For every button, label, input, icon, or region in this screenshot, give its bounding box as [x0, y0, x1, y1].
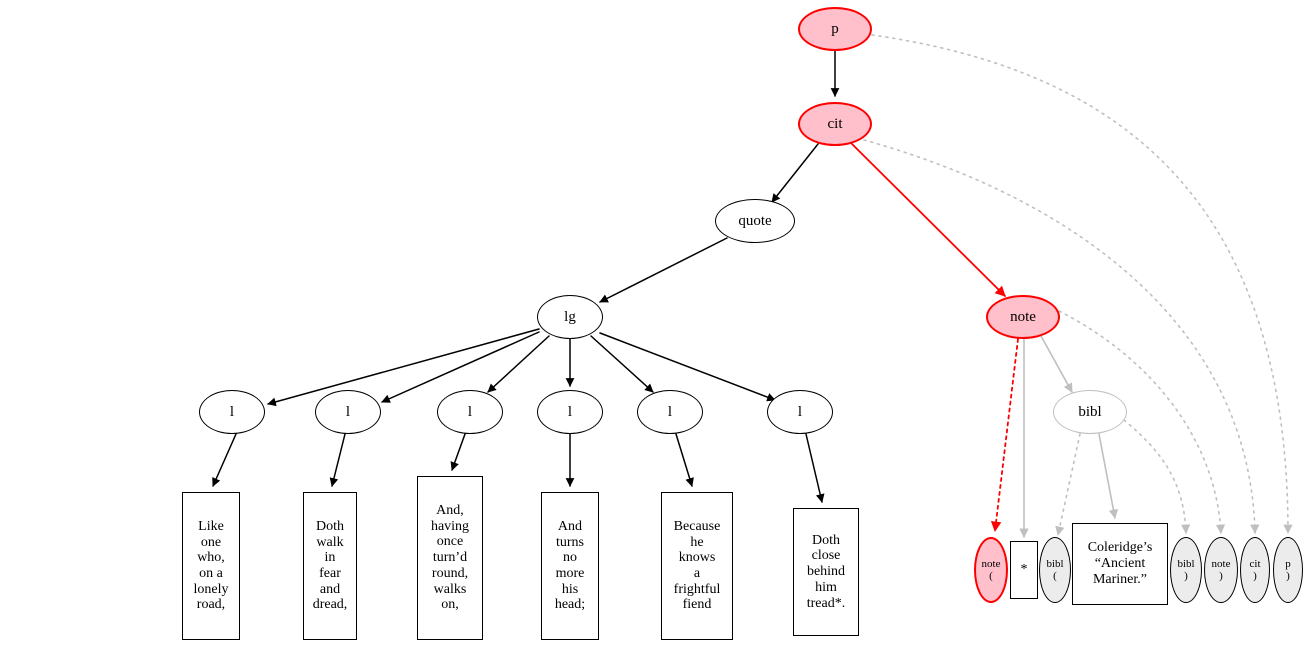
- graph-edge-l5-to-t5: [675, 433, 694, 487]
- graph-node-label: And, having once turn’d round, walks on,: [430, 503, 470, 613]
- graph-node-l1[interactable]: l: [199, 390, 265, 434]
- graph-node-label: Doth walk in fear and dread,: [312, 518, 348, 613]
- graph-edge-l2-to-t2: [329, 433, 346, 487]
- graph-edge-bibl-to-bibl_close: [1123, 419, 1191, 534]
- graph-node-label: l: [797, 403, 803, 420]
- graph-node-t3[interactable]: And, having once turn’d round, walks on,: [417, 476, 483, 640]
- graph-node-l6[interactable]: l: [767, 390, 833, 434]
- graph-node-label: Coleridge’s “Ancient Mariner.”: [1087, 540, 1153, 587]
- graph-node-l4[interactable]: l: [537, 390, 603, 434]
- graph-node-label: bibl ): [1177, 557, 1195, 582]
- graph-node-label: l: [467, 403, 473, 420]
- graph-node-label: l: [567, 403, 573, 420]
- graph-node-label: note ): [1211, 557, 1231, 582]
- graph-node-label: bibl (: [1046, 557, 1064, 582]
- graph-node-t1[interactable]: Like one who, on a lonely road,: [182, 492, 240, 640]
- graph-edge-lg-to-l3: [487, 335, 550, 393]
- graph-node-bibl_open[interactable]: bibl (: [1039, 537, 1071, 603]
- graph-node-label: *: [1020, 562, 1028, 578]
- graph-edge-lg-to-l1: [267, 328, 540, 407]
- graph-node-l5[interactable]: l: [637, 390, 703, 434]
- graph-node-bibl[interactable]: bibl: [1053, 390, 1127, 434]
- graph-node-coleridge[interactable]: Coleridge’s “Ancient Mariner.”: [1072, 523, 1168, 605]
- graph-node-l3[interactable]: l: [437, 390, 503, 434]
- graph-edge-note-to-note_open: [990, 338, 1019, 533]
- graph-edge-p-to-p_close: [871, 34, 1293, 534]
- graph-node-label: p ): [1285, 557, 1291, 582]
- graph-node-bibl_close[interactable]: bibl ): [1170, 537, 1202, 603]
- graph-node-star[interactable]: *: [1010, 541, 1038, 599]
- graph-edge-l6-to-t6: [805, 433, 825, 503]
- graph-edge-lg-to-l5: [590, 335, 654, 393]
- graph-edge-lg-to-l6: [599, 332, 776, 402]
- graph-edge-note-to-bibl: [1040, 335, 1073, 393]
- graph-node-t5[interactable]: Because he knows a frightful fiend: [661, 492, 733, 640]
- graph-node-label: l: [229, 403, 235, 420]
- graph-node-label: l: [667, 403, 673, 420]
- graph-edge-cit-to-quote: [771, 143, 819, 203]
- graph-node-note_close[interactable]: note ): [1204, 537, 1238, 603]
- graph-node-label: note (: [981, 557, 1001, 582]
- graph-edge-l1-to-t1: [212, 433, 237, 487]
- graph-node-label: Doth close behind him tread*.: [806, 532, 846, 611]
- graph-edge-l3-to-t3: [450, 433, 466, 471]
- graph-node-label: And turns no more his head;: [554, 518, 586, 613]
- graph-node-label: Like one who, on a lonely road,: [193, 518, 229, 613]
- graph-node-p_close[interactable]: p ): [1273, 537, 1303, 603]
- graph-node-label: p: [831, 20, 839, 37]
- graph-edge-bibl-to-bibl_open: [1055, 433, 1081, 536]
- graph-node-cit_close[interactable]: cit ): [1240, 537, 1270, 603]
- graph-node-cit[interactable]: cit: [798, 102, 872, 146]
- graph-node-label: bibl: [1078, 403, 1102, 420]
- graph-edge-quote-to-lg: [599, 237, 728, 303]
- graph-node-note[interactable]: note: [986, 295, 1060, 339]
- graph-node-quote[interactable]: quote: [715, 199, 795, 243]
- graph-node-note_open[interactable]: note (: [974, 537, 1008, 603]
- graph-node-label: note: [1010, 308, 1036, 325]
- graph-edge-cit-to-cit_close: [863, 139, 1260, 534]
- graph-node-l2[interactable]: l: [315, 390, 381, 434]
- graph-node-label: lg: [564, 308, 576, 325]
- graph-node-label: quote: [738, 212, 772, 229]
- graph-node-label: cit: [827, 115, 843, 132]
- graph-node-t6[interactable]: Doth close behind him tread*.: [793, 508, 859, 636]
- graph-node-label: Because he knows a frightful fiend: [673, 518, 721, 613]
- graph-node-label: l: [345, 403, 351, 420]
- graph-node-t2[interactable]: Doth walk in fear and dread,: [303, 492, 357, 640]
- graph-edge-bibl-to-coleridge: [1098, 433, 1119, 519]
- graph-edge-cit-to-note: [851, 143, 1006, 297]
- graph-node-label: cit ): [1249, 557, 1261, 582]
- graph-node-lg[interactable]: lg: [537, 295, 603, 339]
- graph-node-p[interactable]: p: [798, 7, 872, 51]
- graph-node-t4[interactable]: And turns no more his head;: [541, 492, 599, 640]
